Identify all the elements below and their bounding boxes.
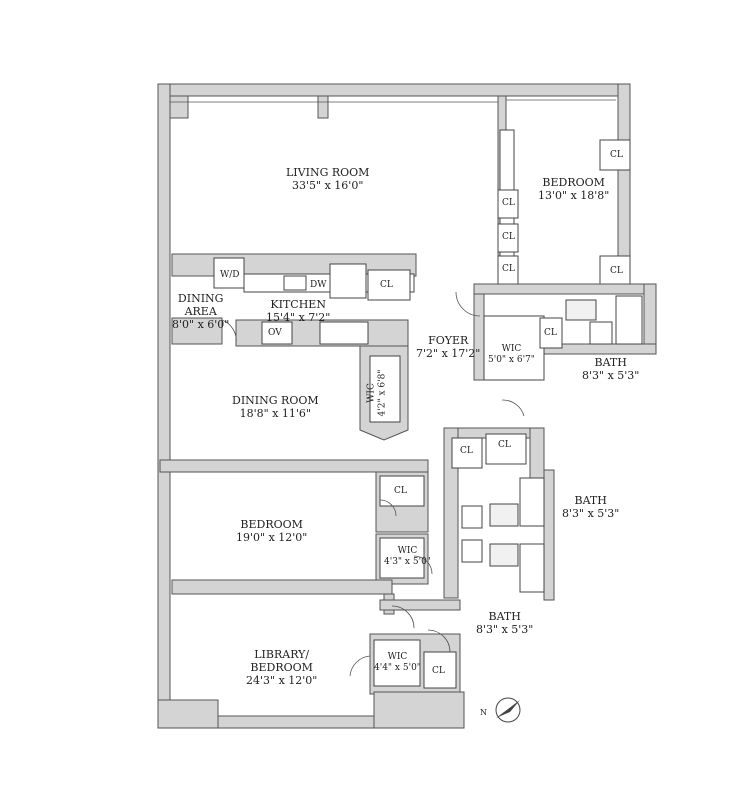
closet-label: CL [544, 328, 557, 338]
closet-label: CL [394, 486, 407, 496]
compass-north-label: N [480, 708, 487, 717]
door-swings [221, 291, 525, 677]
exterior-walls [157, 83, 631, 729]
bedroom-2-label: BEDROOM 19'0" x 12'0" [236, 518, 308, 544]
closet-label: CL [502, 232, 515, 242]
closet-label: CL [502, 264, 515, 274]
library-label: LIBRARY/ BEDROOM 24'3" x 12'0" [246, 648, 318, 687]
closet-label: CL [610, 150, 623, 160]
dining-wic-label: WIC 4'2" x 6'8" [366, 369, 388, 417]
bedroom-2-wic-label: WIC 4'3" x 5'0" [384, 546, 431, 567]
closet-label: CL [498, 440, 511, 450]
library-wic-label: WIC 4'4" x 5'0" [374, 652, 421, 673]
dining-area-label: DINING AREA 8'0" x 6'0" [172, 292, 230, 331]
washer-dryer-label: W/D [220, 270, 240, 280]
master-bath-label: BATH 8'3" x 5'3" [582, 356, 640, 382]
dining-room-label: DINING ROOM 18'8" x 11'6" [232, 394, 319, 420]
closet-label: CL [460, 446, 473, 456]
closet-label: CL [502, 198, 515, 208]
master-wic-label: WIC 5'0" x 6'7" [488, 344, 535, 365]
kitchen-block [171, 253, 417, 347]
closet-label: CL [380, 280, 393, 290]
bath-3-label: BATH 8'3" x 5'3" [476, 610, 534, 636]
master-bedroom-closets [497, 139, 631, 285]
living-room-label: LIVING ROOM 33'5" x 16'0" [286, 166, 370, 192]
master-bath-block [473, 283, 657, 381]
master-bedroom-label: BEDROOM 13'0" x 18'8" [538, 176, 610, 202]
bath-2-label: BATH 8'3" x 5'3" [562, 494, 620, 520]
kitchen-label: KITCHEN 15'4" x 7'2" [266, 298, 331, 324]
foyer-label: FOYER 7'2" x 17'2" [416, 334, 481, 360]
dishwasher-label: DW [310, 280, 327, 290]
closet-label: CL [432, 666, 445, 676]
compass-rose [495, 697, 521, 723]
middle-bath-block [443, 427, 555, 601]
closet-label: CL [610, 266, 623, 276]
oven-label: OV [268, 328, 282, 338]
